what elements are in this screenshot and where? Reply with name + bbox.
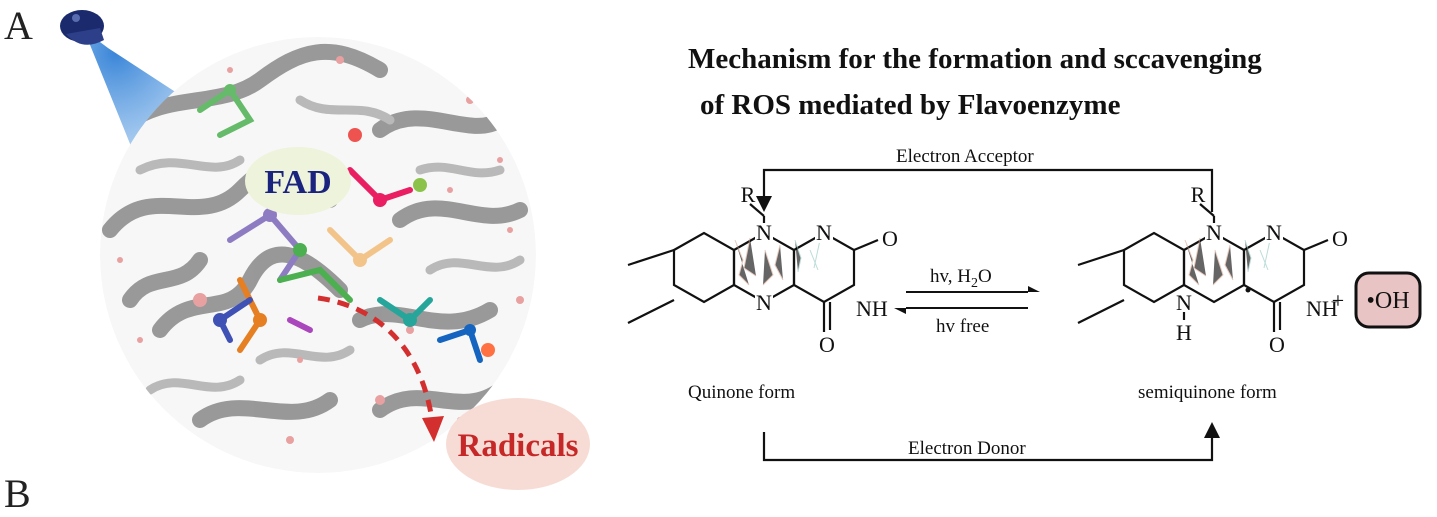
quinone-nh: NH <box>856 296 888 321</box>
semiquinone-o-bottom: O <box>1269 332 1285 357</box>
radicals-bubble <box>446 398 590 490</box>
quinone-n1: N <box>816 220 832 245</box>
title-line-2: of ROS mediated by Flavoenzyme <box>700 89 1121 121</box>
quinone-o-top: O <box>882 226 898 251</box>
ligand-atoms <box>213 84 495 357</box>
oh-radical-label: •OH <box>1366 288 1409 314</box>
quinone-r-group: R <box>741 182 756 207</box>
reaction-scheme: N R N NH N O O N <box>627 168 1422 462</box>
oh-radical-box <box>1354 271 1422 329</box>
protein-ribbons <box>100 37 536 473</box>
lamp-icon <box>60 10 104 45</box>
equilibrium-arrows <box>906 291 1028 309</box>
electron-donor-label: Electron Donor <box>908 438 1026 459</box>
panel-label-a: A <box>4 3 33 48</box>
semiquinone-form-label: semiquinone form <box>1138 382 1277 403</box>
quinone-n5: N <box>756 290 772 315</box>
forward-condition: hv, H2O <box>930 266 992 291</box>
quinone-o-bottom: O <box>819 332 835 357</box>
semiquinone-nh: NH <box>1306 296 1338 321</box>
radicals-label: Radicals <box>457 428 578 464</box>
quinone-n10: N <box>756 220 772 245</box>
title-line-1: Mechanism for the formation and sccaveng… <box>688 43 1262 75</box>
semiquinone-n10: N <box>1206 220 1222 245</box>
plus-sign: + <box>1332 288 1344 313</box>
figure-title: Mechanism for the formation and sccaveng… <box>688 36 1262 128</box>
reverse-condition: hv free <box>936 316 989 337</box>
semiquinone-h: H <box>1176 320 1192 345</box>
fad-bubble <box>245 147 351 215</box>
semiquinone-n1: N <box>1266 220 1282 245</box>
protein-illustration: FAD Radicals <box>60 10 590 490</box>
quinone-structure: N R N NH N O O <box>627 182 898 357</box>
semiquinone-n5: N <box>1176 290 1192 315</box>
semiquinone-r-group: R <box>1191 182 1206 207</box>
radical-arrow <box>317 295 444 442</box>
cycle-lines <box>762 168 1214 462</box>
semiquinone-structure: N R N NH N H O O <box>1077 182 1348 357</box>
fad-label: FAD <box>264 164 331 201</box>
quinone-form-label: Quinone form <box>688 382 796 403</box>
electron-acceptor-label: Electron Acceptor <box>896 146 1034 167</box>
donor-arrowhead <box>1204 422 1220 438</box>
acceptor-arrowhead <box>756 196 772 212</box>
semiquinone-o-top: O <box>1332 226 1348 251</box>
